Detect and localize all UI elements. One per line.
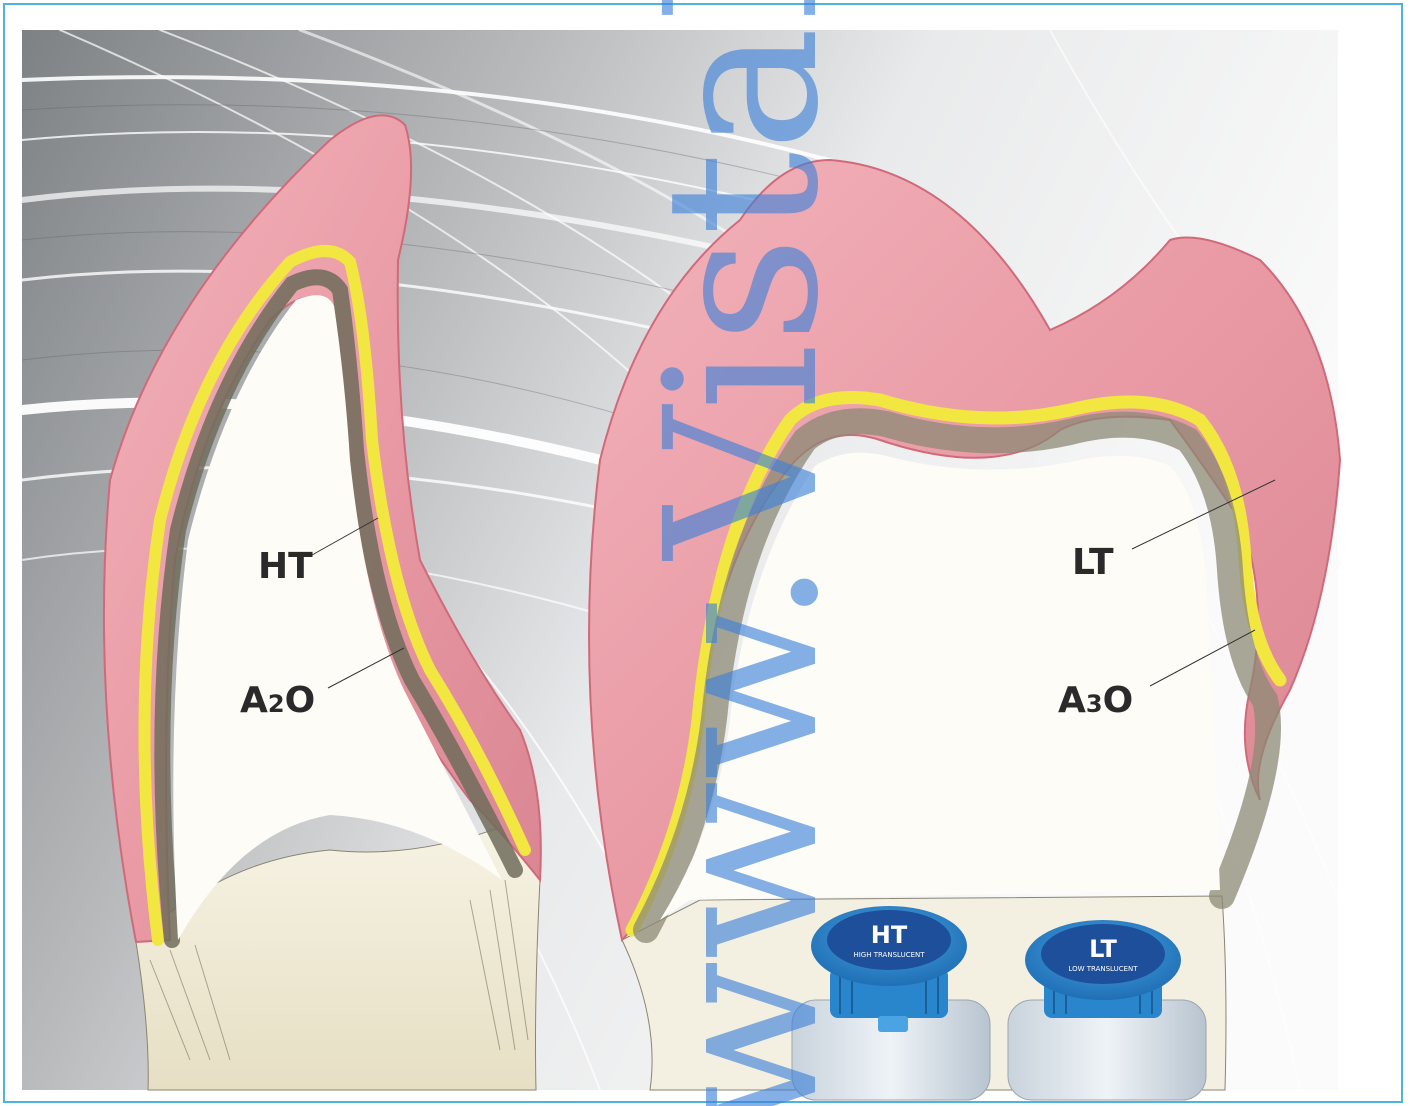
lt-cap-label: LT xyxy=(1089,935,1117,963)
label-ht: HT xyxy=(258,546,313,587)
ceramic-bottle-lt: LT LOW TRANSLUCENT xyxy=(1008,920,1206,1100)
label-lt: LT xyxy=(1072,542,1114,583)
watermark-text: www.VistaDent xyxy=(620,0,865,1106)
ht-cap-label: HT xyxy=(871,921,908,949)
lt-cap-sublabel: LOW TRANSLUCENT xyxy=(1068,965,1138,973)
